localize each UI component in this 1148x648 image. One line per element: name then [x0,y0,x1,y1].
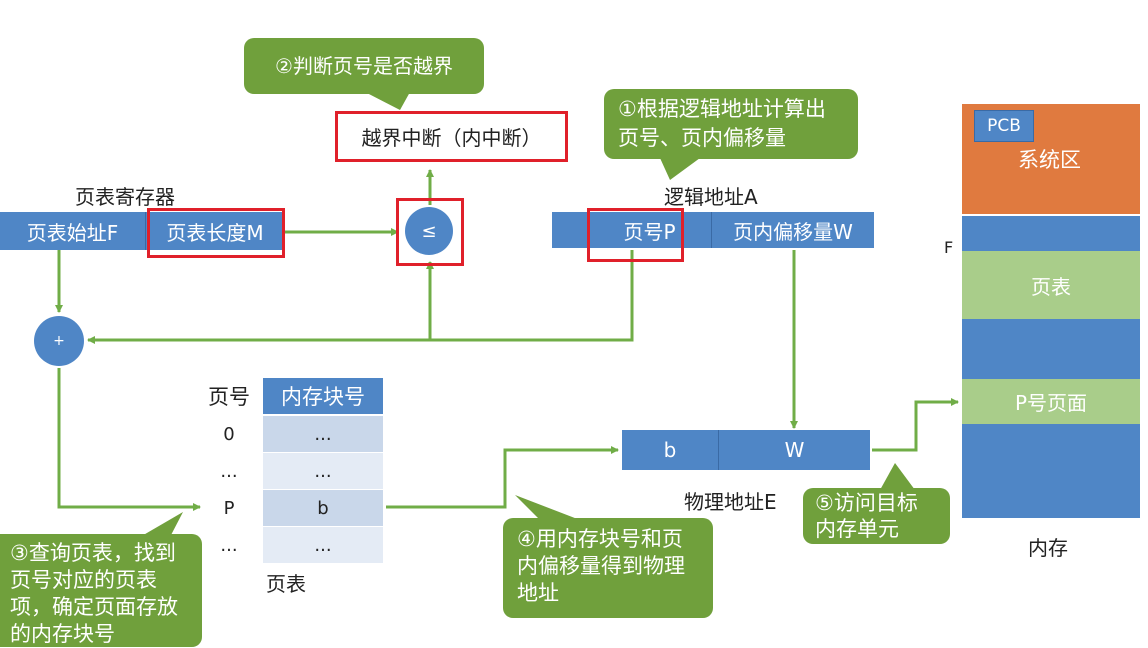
page-table-caption: 页表 [266,572,306,596]
bubble-step1-text: ①根据逻辑地址计算出页号、页内偏移量 [618,97,826,150]
compare-symbol: ≤ [421,220,437,242]
memory-page-p: P号页面 [962,379,1140,424]
table-row-1-block: ... [263,453,383,489]
arrow-plus-to-row [57,368,201,511]
bubble-step1-tail [660,158,700,180]
memory-page-p-label: P号页面 [1014,391,1088,415]
bubble-step5-text: ⑤访问目标内存单元 [815,491,918,541]
arrow-block-to-physical [386,446,619,509]
bubble-step2-tail [365,92,410,110]
plus-symbol: + [53,333,65,349]
bubble-step4-text: ④用内存块号和页内偏移量得到物理地址 [517,527,685,605]
bubble-step2-text: ②判断页号是否越界 [275,54,453,78]
logical-page-label: 页号P [623,219,676,244]
memory-marker-f: F [944,238,954,257]
page-table-header-page: 页号 [196,378,262,414]
table-row-1-page-value: ... [220,460,238,482]
table-row-2-block: b [263,490,383,526]
bubble-step5-tail [880,463,915,490]
page-table-col-block: 内存块号 [281,385,365,409]
page-table-register-title: 页表寄存器 [75,185,175,209]
memory-block-2 [962,319,1140,379]
bubble-step4-tail [515,495,580,520]
register-start-cell: 页表始址F [0,212,146,250]
arrow-page-to-plus [87,250,634,344]
table-row-0-block: ... [263,416,383,452]
table-row-1-block-value: ... [314,460,332,482]
bubble-step3: ③查询页表，找到页号对应的页表项，确定页面存放的内存块号 [0,534,202,647]
system-area-label: 系统区 [1018,148,1081,172]
bubble-step4: ④用内存块号和页内偏移量得到物理地址 [503,518,713,618]
table-row-0-page: 0 [196,416,262,452]
page-table: 页号 内存块号 0 ... ... ... P b ... ... [196,378,386,568]
pcb-box: PCB [974,110,1034,142]
logical-offset-cell: 页内偏移量W [712,212,874,248]
table-row-0-block-value: ... [314,423,332,445]
register-length-label: 页表长度M [166,220,264,245]
register-length-highlight [147,208,285,258]
memory-block-3 [962,424,1140,518]
table-row-0-page-value: 0 [223,423,235,445]
compare-highlight [396,198,464,266]
physical-block-cell: b [622,430,719,470]
memory-page-table: 页表 [962,251,1140,319]
memory-block-1 [962,216,1140,251]
memory-page-table-label: 页表 [1031,274,1071,299]
logical-left-pad [552,212,588,248]
bubble-step2: ②判断页号是否越界 [244,38,484,94]
logical-page-cell: 页号P [588,212,712,248]
physical-offset-label: W [784,438,805,462]
interrupt-label: 越界中断（内中断） [361,126,542,150]
logical-address-title: 逻辑地址A [664,185,758,209]
memory-caption: 内存 [1028,536,1068,560]
logical-offset-label: 页内偏移量W [733,219,853,244]
table-row-1-page: ... [196,453,262,489]
table-row-3-block-value: ... [314,534,332,556]
table-row-2-page-value: P [223,497,235,519]
physical-offset-cell: W [719,430,870,470]
bubble-step3-tail [140,512,183,537]
table-row-2-page: P [196,490,262,526]
memory-system-area: PCB 系统区 [962,104,1140,214]
register-length-cell: 页表长度M [146,212,284,250]
table-row-3-page-value: ... [220,534,238,556]
bubble-step5: ⑤访问目标内存单元 [803,488,950,544]
physical-address-title: 物理地址E [684,490,777,514]
compare-node: ≤ [405,207,453,255]
page-table-header-block: 内存块号 [263,378,383,414]
table-row-3-block: ... [263,527,383,563]
interrupt-box: 越界中断（内中断） [335,111,568,162]
page-table-col-page: 页号 [208,385,250,409]
bubble-step3-text: ③查询页表，找到页号对应的页表项，确定页面存放的内存块号 [10,541,178,646]
register-start-label: 页表始址F [26,220,119,245]
pcb-label: PCB [987,116,1021,136]
physical-block-label: b [663,438,677,462]
bubble-step1: ①根据逻辑地址计算出页号、页内偏移量 [604,89,858,159]
arrow-physical-to-memory [872,398,959,452]
logical-page-highlight [587,208,684,262]
table-row-3-page: ... [196,527,262,563]
plus-node: + [34,316,84,366]
table-row-2-block-value: b [317,497,329,519]
